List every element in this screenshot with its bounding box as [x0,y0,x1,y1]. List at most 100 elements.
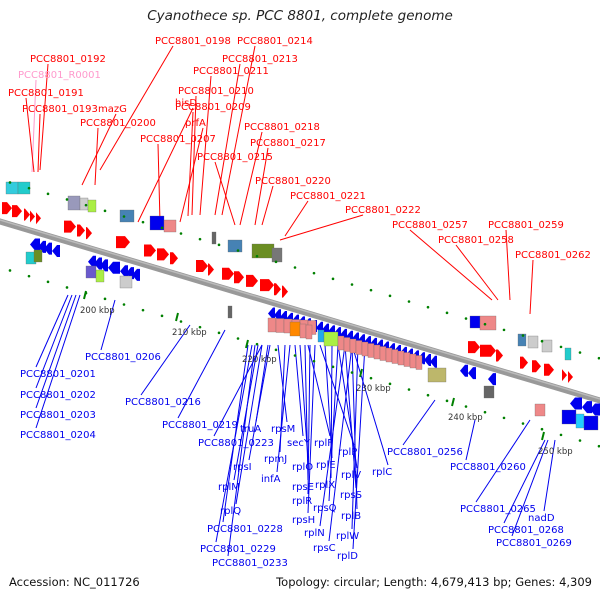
gene-label-reverse[interactable]: rpsH [292,515,315,526]
gene-label-reverse[interactable]: PCC8801_0223 [198,438,274,449]
gene-label-reverse[interactable]: PCC8801_0265 [460,504,536,515]
reverse-gene-arrow[interactable] [108,261,120,274]
gene-label-forward[interactable]: PCC8801_0213 [222,54,298,65]
forward-gene-arrow[interactable] [2,202,12,215]
gene-label-reverse[interactable]: rplQ [220,506,241,517]
gene-label-reverse[interactable]: rplX [315,480,335,491]
reverse-gene-arrow[interactable] [570,397,582,410]
gene-label-forward[interactable]: PCC8801_0207 [140,134,216,145]
reverse-gene-arrow[interactable] [94,257,102,270]
gene-label-forward[interactable]: PCC8801_0217 [250,138,326,149]
gene-label-forward[interactable]: PCC8801_0221 [290,191,366,202]
reverse-gene-arrow[interactable] [88,255,96,268]
gene-label-forward[interactable]: PCC8801_R0001 [18,70,101,81]
reverse-gene-arrow[interactable] [468,367,476,380]
gene-label-reverse[interactable]: PCC8801_0260 [450,462,526,473]
reverse-gene-arrow[interactable] [44,242,52,255]
forward-gene-arrow[interactable] [144,244,156,257]
gene-label-forward[interactable]: PCC8801_0259 [488,220,564,231]
gene-label-reverse[interactable]: rpsS [340,490,362,501]
gene-label-reverse[interactable]: PCC8801_0203 [20,410,96,421]
gene-label-reverse[interactable]: PCC8801_0229 [200,544,276,555]
gene-label-reverse[interactable]: rplE [316,460,336,471]
gene-label-forward[interactable]: PCC8801_0191 [8,88,84,99]
gene-label-reverse[interactable]: rpsE [292,482,314,493]
reverse-gene-arrow[interactable] [268,307,275,320]
gene-label-reverse[interactable]: rplC [372,467,392,478]
gene-label-reverse[interactable]: PCC8801_0216 [125,397,201,408]
forward-gene-arrow[interactable] [36,212,41,225]
gene-label-forward[interactable]: PCC8801_0222 [345,205,421,216]
forward-gene-arrow[interactable] [196,259,208,272]
gene-label-forward[interactable]: prfA [185,118,206,129]
gene-label-reverse[interactable]: PCC8801_0269 [496,538,572,549]
reverse-gene-arrow[interactable] [120,265,128,278]
gene-label-reverse[interactable]: rplV [341,470,361,481]
reverse-gene-arrow[interactable] [582,401,592,414]
gene-label-reverse[interactable]: rplN [304,528,325,539]
gene-label-reverse[interactable]: rpsC [313,543,336,554]
forward-gene-arrow[interactable] [116,236,130,249]
gene-label-reverse[interactable]: rplP [338,447,357,458]
gene-label-reverse[interactable]: nadD [528,513,555,524]
gene-label-reverse[interactable]: PCC8801_0233 [212,558,288,569]
forward-gene-arrow[interactable] [234,271,244,284]
forward-gene-arrow[interactable] [532,360,541,373]
gene-label-reverse[interactable]: rplW [336,531,359,542]
forward-gene-arrow[interactable] [246,274,258,287]
forward-gene-arrow[interactable] [544,363,554,376]
gene-label-forward[interactable]: hisD [175,98,197,109]
gene-label-forward[interactable]: PCC8801_0209 [175,102,251,113]
gene-label-reverse[interactable]: rplD [337,551,358,562]
gene-label-forward[interactable]: PCC8801_0193 [22,104,98,115]
reverse-gene-arrow[interactable] [30,238,40,251]
gene-label-reverse[interactable]: rpsQ [313,503,337,514]
gene-label-forward[interactable]: PCC8801_0220 [255,176,331,187]
gene-label-forward[interactable]: PCC8801_0214 [237,36,313,47]
gene-label-reverse[interactable]: rplR [292,496,312,507]
forward-gene-arrow[interactable] [170,252,178,265]
forward-gene-arrow[interactable] [77,224,85,237]
forward-gene-arrow[interactable] [468,341,480,354]
reverse-gene-arrow[interactable] [52,245,60,258]
forward-gene-arrow[interactable] [282,285,288,298]
gene-label-reverse[interactable]: rplO [292,462,313,473]
gene-label-reverse[interactable]: PCC8801_0219 [162,420,238,431]
forward-gene-arrow[interactable] [86,227,92,240]
gene-label-reverse[interactable]: rpsM [271,424,295,435]
gene-label-forward[interactable]: PCC8801_0258 [438,235,514,246]
gene-label-reverse[interactable]: PCC8801_0202 [20,390,96,401]
gene-label-reverse[interactable]: PCC8801_0206 [85,352,161,363]
reverse-gene-arrow[interactable] [132,268,140,281]
forward-gene-arrow[interactable] [222,267,234,280]
gene-label-forward[interactable]: PCC8801_0218 [244,122,320,133]
forward-gene-arrow[interactable] [480,344,496,357]
forward-gene-arrow[interactable] [274,283,281,296]
reverse-gene-arrow[interactable] [430,355,437,368]
gene-label-reverse[interactable]: PCC8801_0228 [207,524,283,535]
gene-label-forward[interactable]: PCC8801_0211 [193,66,269,77]
forward-gene-arrow[interactable] [568,370,573,383]
gene-label-reverse[interactable]: PCC8801_0204 [20,430,96,441]
gene-label-forward[interactable]: PCC8801_0200 [80,118,156,129]
gene-label-reverse[interactable]: rplB [341,511,361,522]
gene-label-reverse[interactable]: PCC8801_0268 [488,525,564,536]
forward-gene-arrow[interactable] [157,248,169,261]
forward-gene-arrow[interactable] [260,279,274,292]
gene-label-reverse[interactable]: rpsI [233,462,252,473]
reverse-gene-arrow[interactable] [274,309,281,322]
gene-label-reverse[interactable]: PCC8801_0256 [387,447,463,458]
reverse-gene-arrow[interactable] [424,353,431,366]
gene-label-reverse[interactable]: rplF [314,438,333,449]
gene-label-reverse[interactable]: truA [240,424,261,435]
reverse-gene-arrow[interactable] [38,240,46,253]
gene-label-reverse[interactable]: rpmJ [264,454,287,465]
gene-label-forward[interactable]: PCC8801_0192 [30,54,106,65]
gene-label-forward[interactable]: PCC8801_0210 [178,86,254,97]
reverse-gene-arrow[interactable] [460,364,468,377]
forward-gene-arrow[interactable] [64,220,76,233]
reverse-gene-arrow[interactable] [488,373,496,386]
forward-gene-arrow[interactable] [208,263,214,276]
gene-label-forward[interactable]: PCC8801_0262 [515,250,591,261]
gene-label-reverse[interactable]: PCC8801_0201 [20,369,96,380]
